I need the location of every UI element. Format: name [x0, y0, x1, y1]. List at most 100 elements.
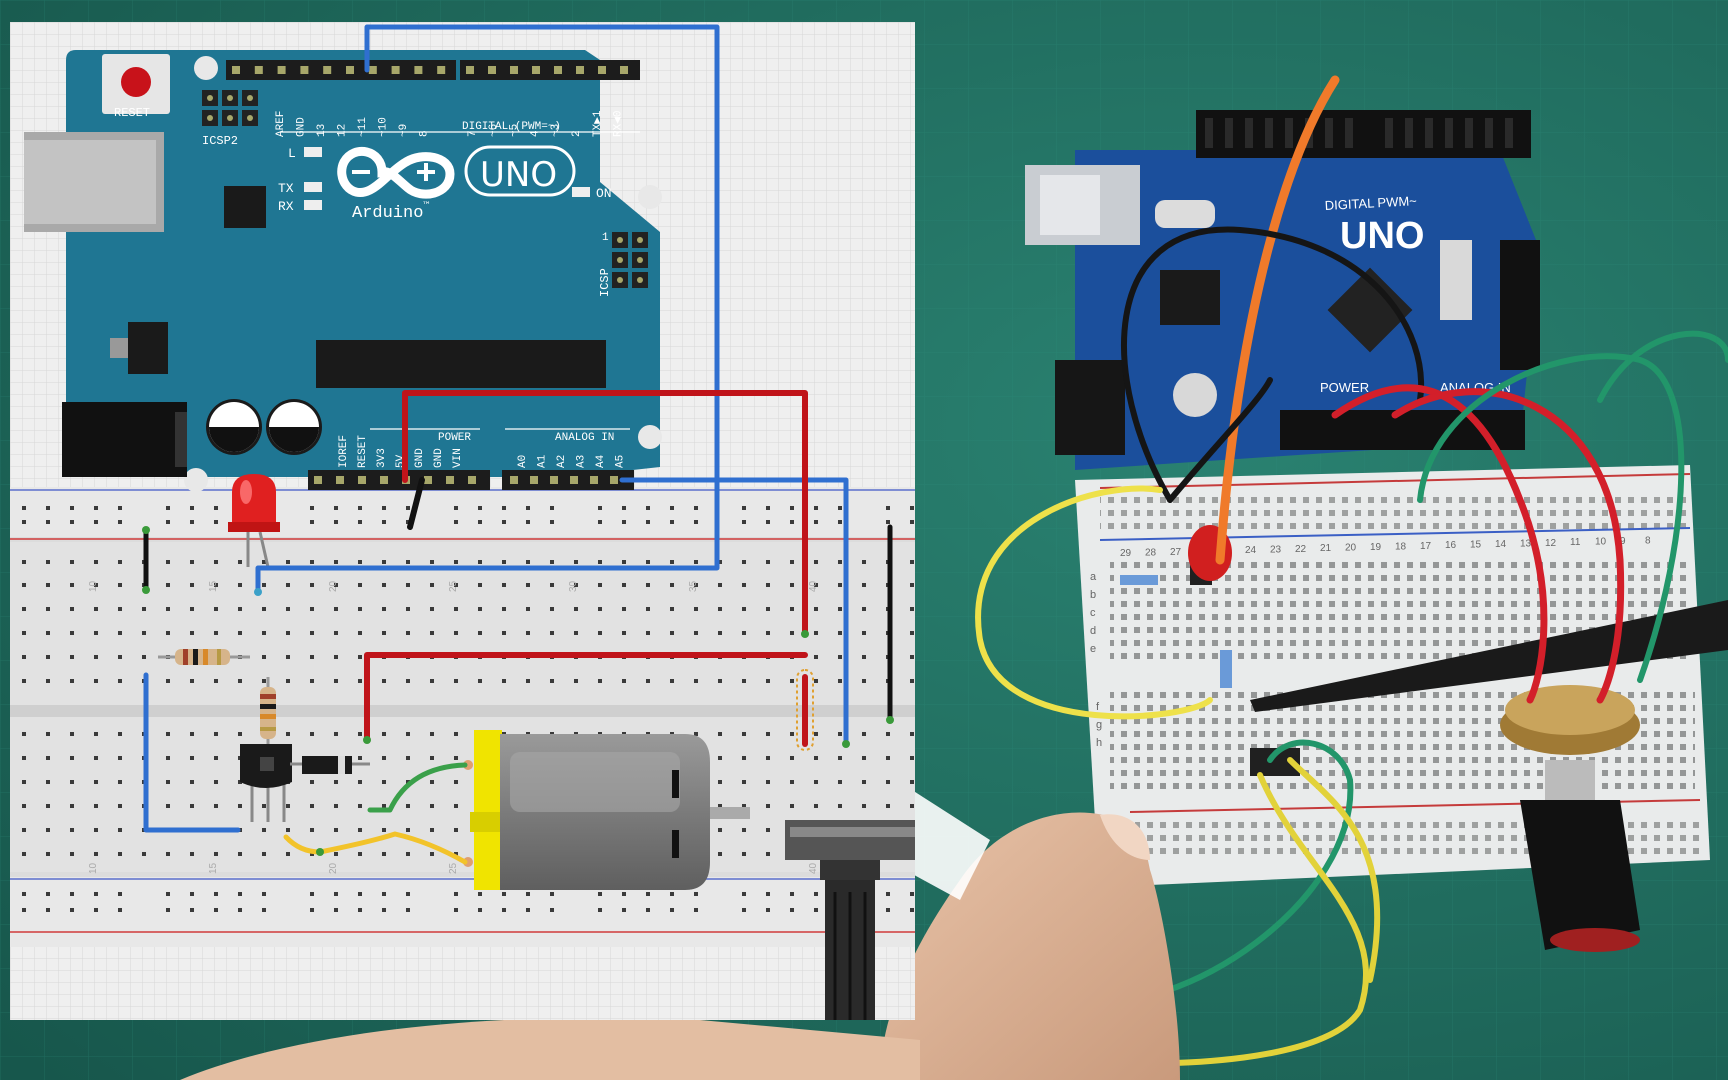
photo-col-number: 12 [1545, 538, 1557, 549]
photo-row-letter: c [1090, 607, 1096, 619]
photo-col-number: 27 [1170, 547, 1182, 558]
digital-pin-label: ~10 [378, 117, 390, 137]
analog-pin-label: A2 [556, 455, 568, 468]
col-number: 35 [688, 580, 699, 592]
wires [143, 24, 893, 865]
analog-header [502, 470, 634, 490]
col-number: 20 [328, 580, 339, 592]
photo-col-number: 18 [1395, 541, 1407, 552]
uno-label: UNO [480, 155, 557, 195]
photo-col-number: 14 [1495, 539, 1507, 550]
col-number: 40 [808, 862, 819, 874]
digital-pin-label: 4 [529, 130, 541, 137]
photo-col-number: 24 [1245, 545, 1257, 556]
analog-pin-label: A5 [615, 455, 627, 468]
wire-red-motor [364, 652, 808, 743]
analog-pin-label: A3 [576, 455, 588, 468]
col-number: 10 [88, 580, 99, 592]
diode [290, 756, 370, 774]
wire-black-gnd [407, 477, 425, 530]
digital-pin-label: 12 [337, 124, 349, 137]
photo-row-letter: d [1090, 625, 1096, 637]
voltage-regulator [128, 322, 168, 374]
red-led [228, 474, 280, 568]
resistor-vertical [260, 677, 276, 752]
col-number: 25 [448, 580, 459, 592]
photo-digital-label: DIGITAL PWM~ [1324, 193, 1417, 213]
analog-label: ANALOG IN [555, 432, 614, 444]
digital-label: DIGITAL (PWM=~) [462, 121, 561, 133]
led-tx-label: TX [278, 181, 294, 196]
photo-row-letter: h [1096, 737, 1102, 749]
resistor-horizontal [158, 649, 250, 665]
power-pin-label: GND [433, 448, 445, 468]
photo-row-letter: b [1090, 589, 1096, 601]
analog-pin-label: A4 [595, 454, 607, 468]
col-number: 15 [208, 580, 219, 592]
photo-col-number: 28 [1145, 547, 1157, 558]
digital-pin-label: 13 [316, 124, 328, 137]
wire-blue-gnd [143, 672, 241, 833]
digital-pin-label: ~3 [550, 124, 562, 137]
digital-pin-label: 2 [571, 130, 583, 137]
photo-col-number: 11 [1570, 537, 1581, 548]
digital-pin-label: GND [296, 117, 308, 137]
col-number: 40 [808, 580, 819, 592]
chip-atmega16u2 [224, 186, 266, 228]
digital-pin-label: 8 [419, 130, 431, 137]
photo-col-number: 29 [1120, 548, 1132, 559]
power-pin-label: IOREF [338, 435, 350, 468]
power-pin-label: 3V3 [376, 448, 388, 468]
led-tx [304, 182, 322, 192]
photo-col-number: 8 [1645, 535, 1651, 546]
icsp-label: ICSP [598, 268, 612, 297]
wire-red-5v [402, 390, 808, 637]
digital-header [226, 60, 640, 80]
led-rx-label: RX [278, 199, 294, 214]
photo-col-number: 15 [1470, 540, 1482, 551]
photo-power-label: POWER [1320, 380, 1369, 395]
led-rx [304, 200, 322, 210]
digital-pin-label: ~6 [488, 124, 500, 137]
analog-pin-label: A0 [517, 455, 529, 468]
photo-breadboard: a b c d e f g h 292827262524232221201918… [1075, 465, 1728, 952]
digital-pin-label: ~5 [509, 124, 521, 137]
capacitors [206, 399, 322, 455]
col-number: 20 [328, 862, 339, 874]
power-pin-label: RESET [357, 435, 369, 468]
led-l [304, 147, 322, 157]
photo-col-number: 13 [1520, 538, 1532, 549]
photo-col-number: 9 [1620, 536, 1626, 547]
icsp2-label: ICSP2 [202, 134, 238, 148]
icsp-header [612, 232, 648, 288]
wire-green-motor [367, 762, 468, 813]
led-on-label: ON [596, 186, 612, 201]
digital-pin-label: TX▶1 [592, 110, 604, 137]
power-label: POWER [438, 432, 471, 444]
photo-board-label: UNO [1340, 215, 1424, 257]
photo-col-number: 23 [1270, 544, 1282, 555]
photo-col-number: 10 [1595, 537, 1607, 548]
arduino-logo: UNO Arduino ™ [337, 145, 576, 223]
photo-hand [180, 790, 1180, 1080]
digital-pin-label: AREF [275, 111, 287, 137]
dc-jack [62, 402, 187, 477]
col-number: 15 [208, 862, 219, 874]
col-number: 25 [448, 862, 459, 874]
wire-blue-a5 [619, 477, 849, 747]
photo-col-number: 16 [1445, 540, 1457, 551]
arduino-brand: Arduino [352, 204, 423, 223]
photo-col-number: 20 [1345, 543, 1357, 554]
col-number: 30 [568, 580, 579, 592]
analog-pin-label: A1 [537, 454, 549, 468]
digital-pin-label: 7 [467, 130, 479, 137]
led-l-label: L [288, 146, 296, 161]
power-pin-label: VIN [452, 448, 464, 468]
digital-pin-label: RX◀0 [613, 111, 625, 137]
photo-row-letter: e [1090, 643, 1096, 655]
photo-col-number: 22 [1295, 544, 1307, 555]
